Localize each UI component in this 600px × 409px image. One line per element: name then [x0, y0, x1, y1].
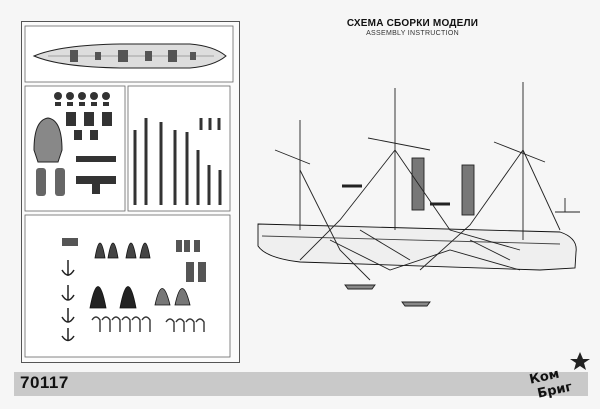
vent-parts: [62, 238, 206, 282]
anchor-parts: [61, 260, 75, 342]
kombrig-logo: Ком Бриг: [528, 352, 590, 398]
svg-text:Ком: Ком: [528, 367, 561, 388]
footer-band: [14, 372, 588, 396]
ship-assembly-drawing: [257, 82, 580, 307]
hull-deck-details: [70, 50, 196, 62]
title-english: ASSEMBLY INSTRUCTION: [366, 30, 459, 37]
mast-parts: [133, 118, 222, 205]
small-parts: [33, 92, 116, 196]
davit-parts: [91, 316, 205, 332]
boat-parts: [89, 242, 191, 309]
title-russian: СХЕМА СБОРКИ МОДЕЛИ: [346, 18, 479, 29]
boats-anchors-box: [24, 214, 231, 358]
kit-number: 70117: [20, 373, 69, 392]
svg-text:Бриг: Бриг: [536, 380, 574, 398]
masts-box: [127, 85, 231, 212]
instruction-title: СХЕМА СБОРКИ МОДЕЛИ ASSEMBLY INSTRUCTION: [340, 18, 485, 37]
